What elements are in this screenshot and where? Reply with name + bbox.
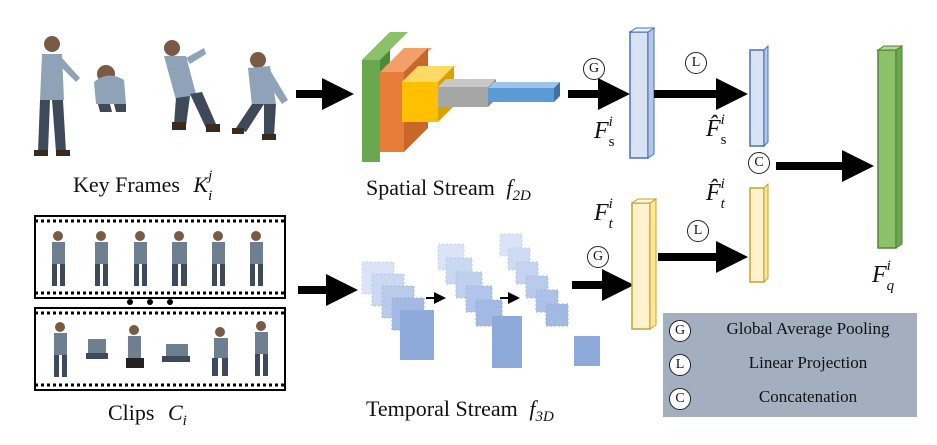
temporal-stream-network [361, 233, 600, 368]
key-frame-person-3 [164, 40, 220, 132]
key-frames-sub: i [208, 188, 213, 204]
op-badge-c: C [748, 152, 770, 174]
legend-row-c: C Concatenation [663, 383, 917, 415]
ft-symbol: F [594, 200, 609, 226]
film-strip-top [34, 215, 286, 299]
legend-box: G Global Average Pooling L Linear Projec… [663, 313, 917, 417]
ellipsis-dots [127, 299, 173, 305]
key-frames-text: Key Frames [73, 172, 180, 197]
legend-text-l: Linear Projection [748, 353, 868, 372]
fs-hat-sub: s [720, 132, 727, 148]
fq-sub: q [886, 278, 895, 294]
fs-sub: s [608, 134, 615, 150]
ft-sub: t [608, 216, 613, 232]
fs-hat-sup: i [720, 112, 725, 128]
clip-figures-top [52, 231, 263, 286]
legend-key-l: L [669, 354, 691, 376]
clips-label: Clips Ci [108, 400, 187, 430]
ft-sup: i [608, 196, 613, 212]
temporal-block-2 [437, 243, 522, 368]
clips-text: Clips [108, 400, 155, 425]
legend-key-g: G [669, 320, 691, 342]
temporal-block-3 [499, 233, 600, 366]
legend-row-l: L Linear Projection [663, 349, 917, 381]
temporal-stream-sub: 3D [535, 409, 554, 425]
spatial-stream-label: Spatial Stream f2D [366, 175, 531, 205]
fs-feature-bar [628, 27, 656, 159]
fs-sup: i [608, 114, 613, 130]
spatial-stream-text: Spatial Stream [366, 175, 495, 200]
fq-symbol: F [872, 262, 887, 288]
key-frames-sup: j [208, 168, 213, 184]
key-frames-images [34, 36, 288, 156]
film-strip-bottom [34, 307, 286, 391]
spatial-stream-sub: 2D [512, 188, 531, 204]
legend-text-g: Global Average Pooling [726, 319, 890, 338]
spatial-stream-network [362, 32, 560, 162]
ft-hat-symbol: F̂ [706, 180, 721, 206]
spatial-stream-symbol: f [506, 175, 513, 200]
ft-hat-feature-bar [749, 182, 769, 284]
clips-symbol: C [167, 400, 183, 425]
fs-hat-feature-bar [749, 44, 769, 148]
fs-hat-symbol: F̂ [706, 116, 721, 142]
key-frames-symbol: K [193, 172, 209, 197]
op-badge-g-temporal: G [587, 246, 609, 268]
temporal-stream-text: Temporal Stream [366, 396, 518, 421]
legend-key-c: C [669, 388, 691, 410]
fs-symbol: F [594, 118, 609, 144]
legend-row-g: G Global Average Pooling [663, 315, 917, 347]
legend-text-c: Concatenation [758, 387, 858, 406]
clip-figures-bottom [54, 321, 268, 377]
ft-hat-sub: t [720, 196, 725, 212]
clips-film-strips [34, 215, 286, 391]
key-frame-person-2 [94, 65, 126, 112]
fq-sup: i [886, 258, 891, 274]
ft-hat-sup: i [720, 176, 725, 192]
temporal-stream-label: Temporal Stream f3D [366, 396, 554, 426]
op-badge-l-spatial: L [685, 52, 707, 74]
clips-sub: i [182, 413, 187, 429]
temporal-stream-symbol: f [529, 396, 536, 421]
op-badge-g-spatial: G [583, 58, 605, 80]
op-badge-l-temporal: L [687, 220, 709, 242]
ft-feature-bar [630, 198, 658, 330]
fq-feature-bar [876, 45, 904, 249]
key-frame-person-1 [34, 36, 80, 156]
key-frame-person-4 [232, 52, 288, 140]
temporal-block-1 [361, 261, 434, 360]
